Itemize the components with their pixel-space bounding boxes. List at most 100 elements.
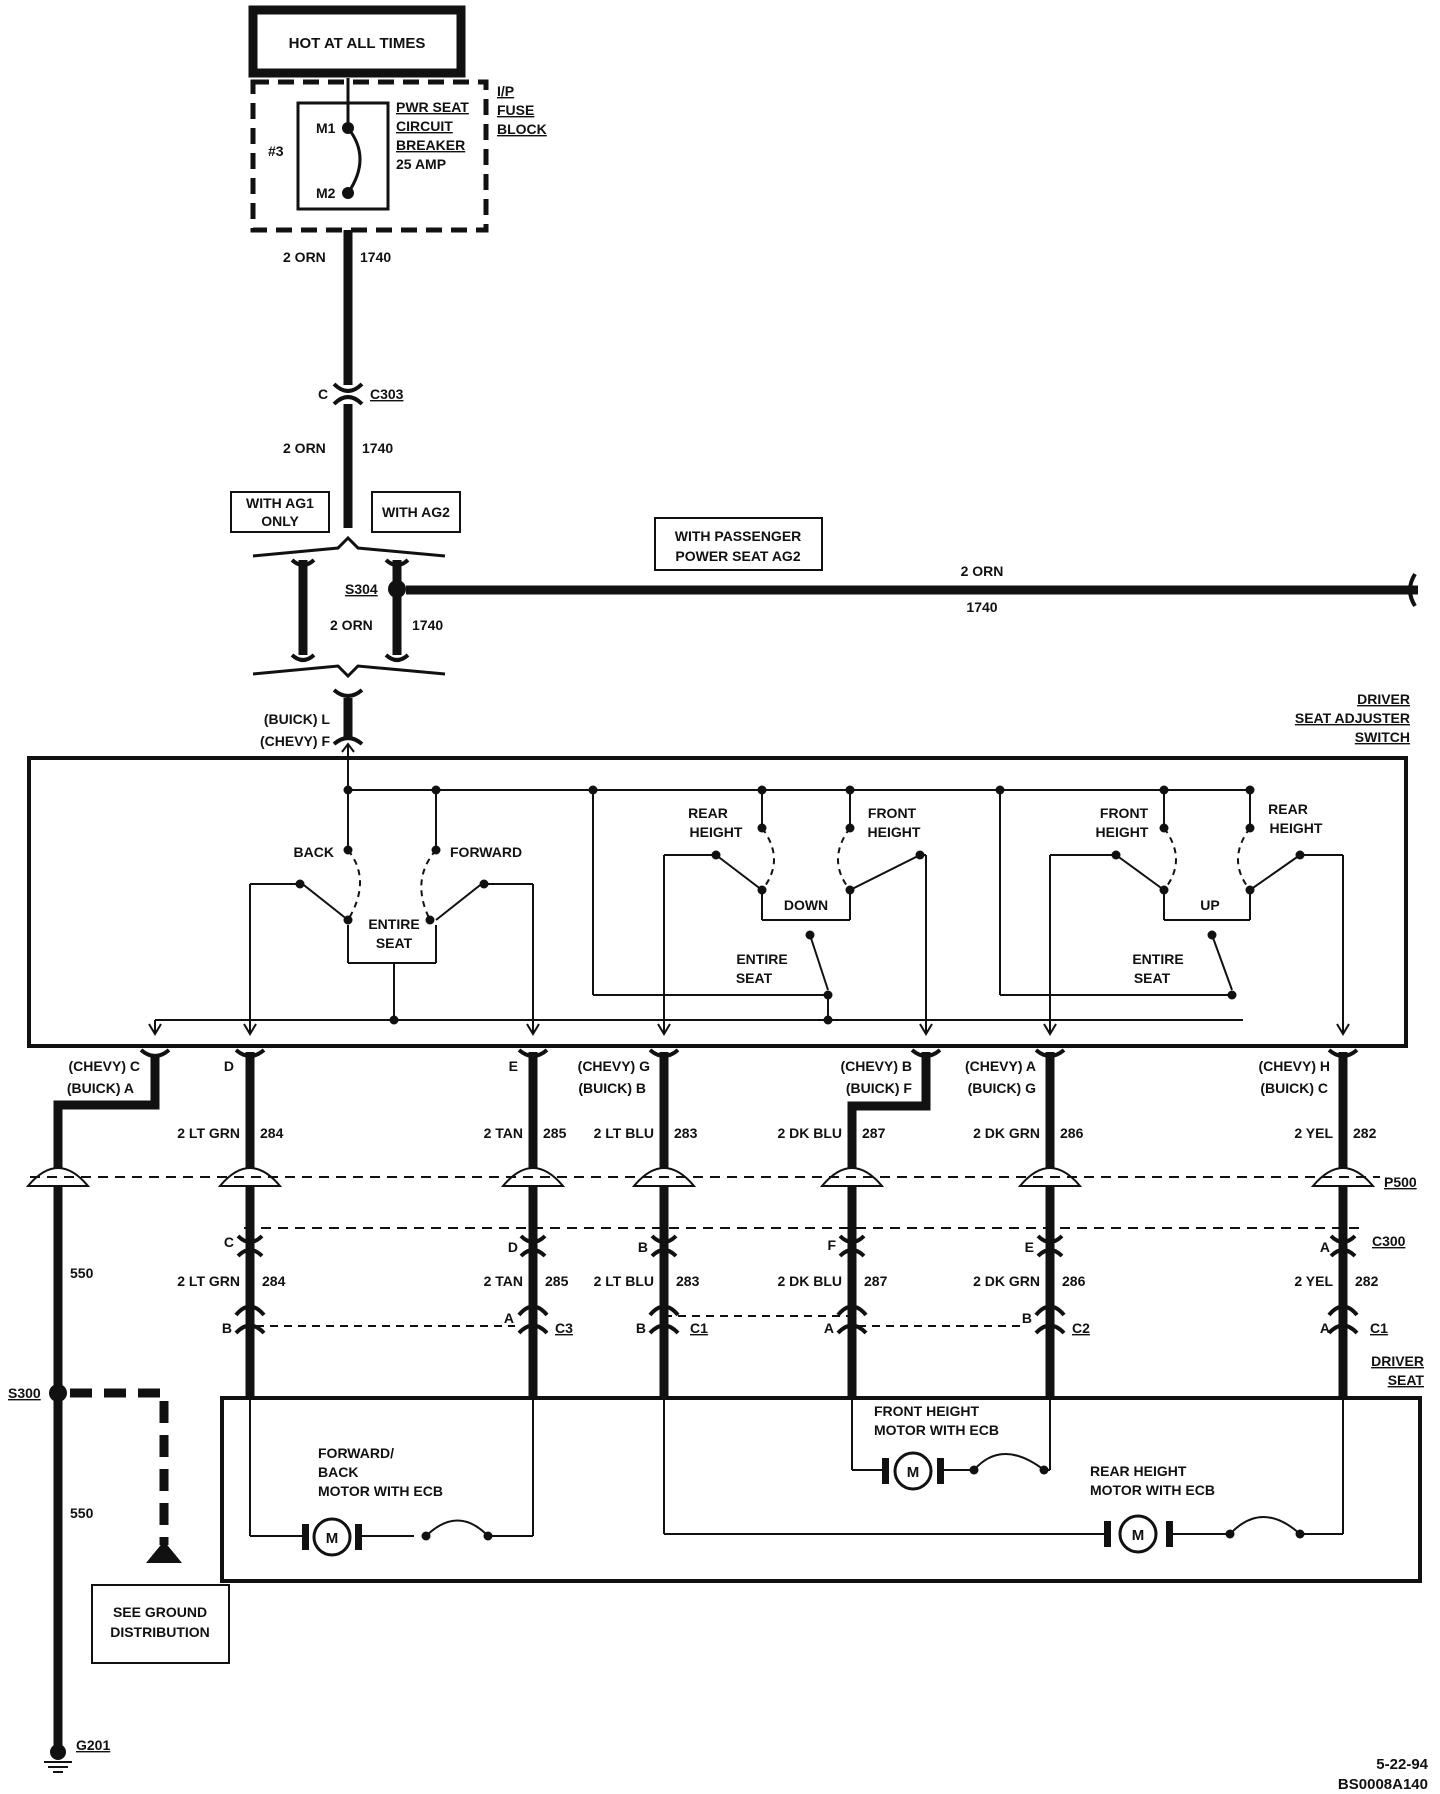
option-bracket-top bbox=[252, 535, 446, 679]
fwd-back-motor-1: FORWARD/ bbox=[318, 1445, 394, 1461]
wire-labels-bottom: 2 LT GRN 284 2 TAN 285 2 LT BLU 283 2 DK… bbox=[177, 1273, 1378, 1289]
switch-feed-connector: (BUICK) L (CHEVY) F bbox=[260, 688, 364, 749]
up-front-height-2: HEIGHT bbox=[1096, 824, 1149, 840]
g201-ground bbox=[50, 1744, 66, 1760]
switch-pin-1-chevy: (CHEVY) C bbox=[68, 1058, 140, 1074]
switch-pin-connector bbox=[1034, 1048, 1066, 1058]
wire-bottom-4-color: 2 DK BLU bbox=[777, 1273, 842, 1289]
up-rear-height-1: REAR bbox=[1268, 801, 1308, 817]
switch-pin-6-chevy: (CHEVY) A bbox=[965, 1058, 1036, 1074]
ground-wire-label-1: 550 bbox=[70, 1265, 94, 1281]
ag2-wire-color: 2 ORN bbox=[330, 617, 373, 633]
switch-title-2: SEAT ADJUSTER bbox=[1295, 710, 1410, 726]
ag2-label: WITH AG2 bbox=[382, 504, 450, 520]
seat-connector bbox=[1034, 1304, 1066, 1317]
seat-connector bbox=[648, 1323, 680, 1335]
fuse-block-line-3: BLOCK bbox=[497, 121, 547, 137]
seat-connector bbox=[1034, 1323, 1066, 1335]
seat-connector bbox=[648, 1304, 680, 1317]
c303-name: C303 bbox=[370, 386, 404, 402]
c300-name: C300 bbox=[1372, 1233, 1406, 1249]
seat-connector bbox=[1327, 1304, 1359, 1317]
switch-pin-connector bbox=[139, 1048, 171, 1058]
switch-pin-7-chevy: (CHEVY) H bbox=[1258, 1058, 1330, 1074]
c300-connector bbox=[838, 1234, 866, 1244]
ground-path: 550 S300 550 SEE GROUND DISTRIBUTION G20… bbox=[8, 1265, 230, 1773]
seat-connector bbox=[836, 1304, 868, 1317]
switch-pin-7-buick: (BUICK) C bbox=[1260, 1080, 1328, 1096]
seat-conn-c1-b: C1 bbox=[1370, 1320, 1388, 1336]
passenger-note-1: WITH PASSENGER bbox=[675, 528, 802, 544]
driver-seat-box: DRIVER SEAT bbox=[220, 1353, 1424, 1583]
breaker-line-2: CIRCUIT bbox=[396, 118, 453, 134]
seat-connector bbox=[1327, 1323, 1359, 1335]
wire-bottom-5-circuit: 286 bbox=[1062, 1273, 1086, 1289]
c300-labels: C D B F E A C300 bbox=[224, 1233, 1406, 1255]
fwd-back-motor-3: MOTOR WITH ECB bbox=[318, 1483, 443, 1499]
feed-wire-circuit-2: 1740 bbox=[362, 440, 393, 456]
p500-label: P500 bbox=[1384, 1174, 1417, 1190]
switch-pin-connector bbox=[234, 1048, 266, 1058]
up-label: UP bbox=[1200, 897, 1219, 913]
c300-connector bbox=[519, 1248, 547, 1258]
fwd-back-motor: M FORWARD/ BACK MOTOR WITH ECB bbox=[249, 1398, 534, 1557]
forward-label: FORWARD bbox=[450, 844, 522, 860]
seat-connector bbox=[517, 1304, 549, 1317]
wire-top-1-color: 2 LT GRN bbox=[177, 1125, 240, 1141]
hot-at-all-times-label: HOT AT ALL TIMES bbox=[289, 35, 426, 52]
harness-wire bbox=[847, 1052, 931, 1398]
c300-connector bbox=[519, 1234, 547, 1244]
seat-connector bbox=[517, 1323, 549, 1335]
wire-top-2-color: 2 TAN bbox=[484, 1125, 523, 1141]
variant-ag2: WITH AG2 bbox=[371, 491, 461, 533]
seat-connector bbox=[836, 1323, 868, 1335]
front-height-motor: M FRONT HEIGHT MOTOR WITH ECB bbox=[851, 1398, 1051, 1491]
front-height-motor-1: FRONT HEIGHT bbox=[874, 1403, 979, 1419]
driver-seat-adjuster-switch: DRIVER SEAT ADJUSTER SWITCH bbox=[27, 691, 1410, 1048]
passenger-wire-color: 2 ORN bbox=[961, 563, 1004, 579]
ag1-line-2: ONLY bbox=[261, 513, 299, 529]
c300-connector bbox=[1329, 1234, 1357, 1244]
p500-grommet bbox=[25, 1167, 91, 1187]
breaker-line-1: PWR SEAT bbox=[396, 99, 469, 115]
switch-pin-connector bbox=[1327, 1048, 1359, 1058]
c300-connector bbox=[838, 1248, 866, 1258]
wire-top-2-circuit: 285 bbox=[543, 1125, 567, 1141]
fuse-block: #3 M1 M2 PWR SEAT CIRCUIT BREAKER 25 AMP… bbox=[250, 78, 547, 233]
wire-top-5-color: 2 DK GRN bbox=[973, 1125, 1040, 1141]
feed-wire-lower: 2 ORN 1740 bbox=[283, 404, 393, 528]
rear-height-motor-1: REAR HEIGHT bbox=[1090, 1463, 1187, 1479]
s304-label: S304 bbox=[345, 581, 378, 597]
ground-wire bbox=[53, 1056, 160, 1752]
down-rear-height-2: HEIGHT bbox=[690, 824, 743, 840]
seat-conn-c2: C2 bbox=[1072, 1320, 1090, 1336]
switch-pin-2: D bbox=[224, 1058, 234, 1074]
feed-wire: 2 ORN 1740 bbox=[283, 230, 391, 385]
ground-box-2: DISTRIBUTION bbox=[110, 1624, 210, 1640]
wire-top-3-color: 2 LT BLU bbox=[594, 1125, 654, 1141]
c300-pin-4: F bbox=[827, 1237, 836, 1253]
rear-height-motor-symbol: M bbox=[1132, 1527, 1145, 1544]
circuit-breaker-element bbox=[346, 127, 362, 194]
c303-pin: C bbox=[318, 386, 328, 402]
switch-title-3: SWITCH bbox=[1355, 729, 1410, 745]
ag2-wire-circuit: 1740 bbox=[412, 617, 443, 633]
ground-symbol bbox=[146, 1541, 182, 1563]
s300-splice bbox=[49, 1384, 67, 1402]
wire-bottom-3-circuit: 283 bbox=[676, 1273, 700, 1289]
wire-bottom-1-circuit: 284 bbox=[262, 1273, 286, 1289]
fuse-block-line-1: I/P bbox=[497, 83, 514, 99]
c303-connector: C C303 bbox=[318, 382, 404, 406]
switch-pin-3: E bbox=[509, 1058, 518, 1074]
pin-m2: M2 bbox=[316, 185, 336, 201]
switch-pin-4-buick: (BUICK) B bbox=[578, 1080, 646, 1096]
entire-seat-2-line-1: ENTIRE bbox=[736, 951, 787, 967]
up-front-height-1: FRONT bbox=[1100, 805, 1149, 821]
pin-m1: M1 bbox=[316, 120, 336, 136]
wire-top-6-circuit: 282 bbox=[1353, 1125, 1377, 1141]
c300-connector bbox=[650, 1248, 678, 1258]
c300-pin-5: E bbox=[1025, 1239, 1034, 1255]
ag2-path: S304 2 ORN 1740 bbox=[330, 558, 443, 662]
rear-height-motor: M REAR HEIGHT MOTOR WITH ECB bbox=[663, 1398, 1344, 1554]
seat-connector bbox=[234, 1304, 266, 1317]
